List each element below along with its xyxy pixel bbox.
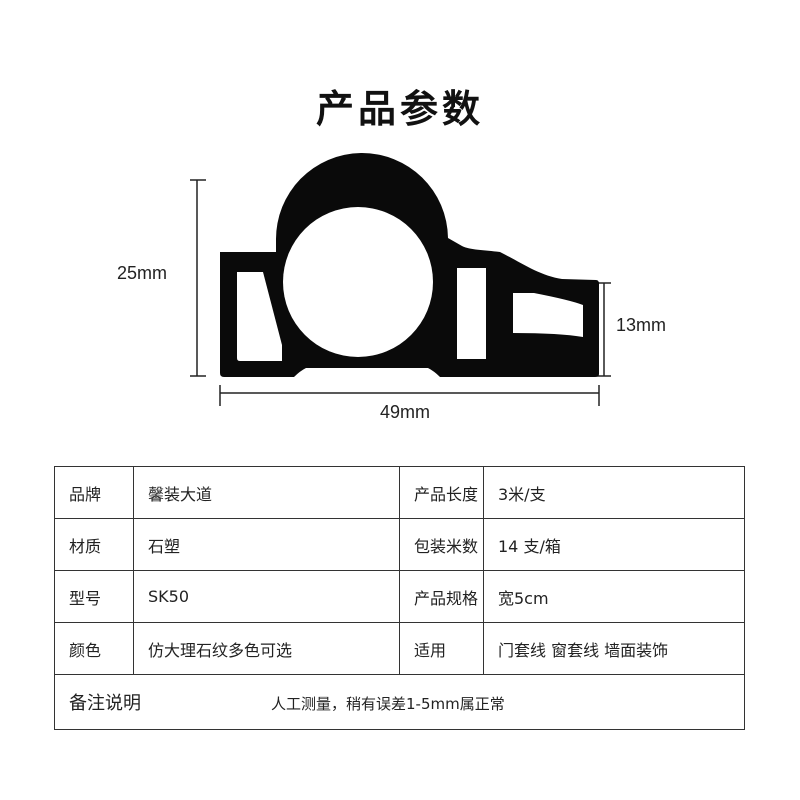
table-row: 型号 SK50 产品规格 宽5cm bbox=[54, 570, 745, 623]
height-total-label: 25mm bbox=[117, 263, 168, 283]
spec-label: 产品长度 bbox=[399, 466, 484, 519]
spec-label: 产品规格 bbox=[399, 570, 484, 623]
profile-shape bbox=[220, 153, 599, 377]
profile-round-hole bbox=[283, 207, 433, 357]
profile-right-rib bbox=[513, 343, 581, 361]
remark-row: 备注说明 人工测量，稍有误差1-5mm属正常 bbox=[54, 674, 745, 730]
spec-value: 仿大理石纹多色可选 bbox=[133, 622, 400, 675]
profile-left-slot bbox=[237, 272, 282, 361]
spec-value: 14 支/箱 bbox=[483, 518, 745, 571]
profile-right-slot bbox=[513, 293, 583, 337]
spec-label: 品牌 bbox=[54, 466, 134, 519]
height-right-label: 13mm bbox=[616, 315, 667, 335]
spec-value: 门套线 窗套线 墙面装饰 bbox=[483, 622, 745, 675]
remark-value: 人工测量，稍有误差1-5mm属正常 bbox=[271, 695, 505, 713]
width-label: 49mm bbox=[380, 402, 431, 422]
spec-label: 型号 bbox=[54, 570, 134, 623]
spec-label: 颜色 bbox=[54, 622, 134, 675]
spec-label: 适用 bbox=[399, 622, 484, 675]
remark-cell: 备注说明 人工测量，稍有误差1-5mm属正常 bbox=[54, 674, 745, 730]
table-row: 品牌 馨装大道 产品长度 3米/支 bbox=[54, 466, 745, 519]
spec-value: 3米/支 bbox=[483, 466, 745, 519]
spec-table: 品牌 馨装大道 产品长度 3米/支 材质 石塑 包装米数 14 支/箱 型号 S… bbox=[54, 466, 745, 730]
spec-value: 宽5cm bbox=[483, 570, 745, 623]
table-row: 材质 石塑 包装米数 14 支/箱 bbox=[54, 518, 745, 571]
page-title: 产品参数 bbox=[315, 87, 484, 131]
spec-label: 包装米数 bbox=[399, 518, 484, 571]
table-row: 颜色 仿大理石纹多色可选 适用 门套线 窗套线 墙面装饰 bbox=[54, 622, 745, 675]
remark-label: 备注说明 bbox=[69, 693, 141, 714]
spec-label: 材质 bbox=[54, 518, 134, 571]
spec-value: 石塑 bbox=[133, 518, 400, 571]
profile-middle-slot bbox=[457, 268, 486, 359]
spec-value: 馨装大道 bbox=[133, 466, 400, 519]
dimension-lines bbox=[190, 179, 611, 406]
spec-value: SK50 bbox=[133, 570, 400, 623]
